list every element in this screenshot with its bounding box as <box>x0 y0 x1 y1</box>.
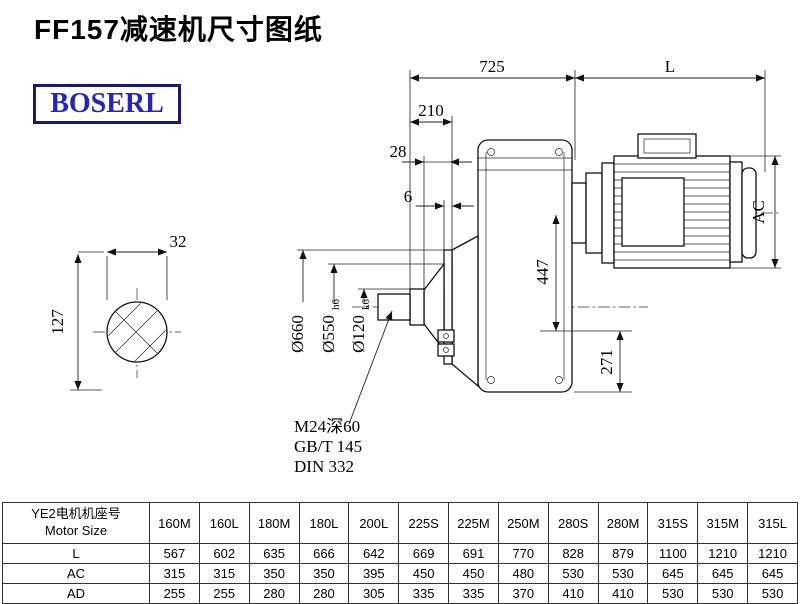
gearbox-housing <box>477 139 573 393</box>
thread-note: M24深60 <box>294 417 360 436</box>
dimension-value-cell: 480 <box>497 563 549 584</box>
motor-frame-column-header: 180M <box>248 502 300 544</box>
row-label: AC <box>2 563 150 584</box>
dimension-value-cell: 410 <box>597 583 649 604</box>
motor-frame-column-header: 160M <box>149 502 200 544</box>
thread-notes: M24深60 GB/T 145 DIN 332 <box>294 310 393 476</box>
dimension-value-cell: 255 <box>149 583 200 604</box>
dimension-value-cell: 530 <box>747 583 798 604</box>
dim-AC-label: AC <box>749 200 768 224</box>
dimension-value-cell: 645 <box>747 563 798 584</box>
motor <box>571 133 757 269</box>
motor-frame-column-header: 315M <box>697 502 749 544</box>
dia-660-label: Ø660 <box>288 315 307 353</box>
dimension-value-cell: 642 <box>348 543 400 564</box>
diameter-callouts: Ø660 Ø550 h6 Ø120 k6 <box>288 249 452 353</box>
dimension-value-cell: 530 <box>647 583 699 604</box>
dimension-value-cell: 691 <box>448 543 499 564</box>
shaft-end-view: 32 127 <box>48 232 187 391</box>
motor-size-header-en: Motor Size <box>44 523 108 538</box>
row-label: AD <box>2 583 150 604</box>
motor-frame-column-header: 280M <box>597 502 649 544</box>
dimension-value-cell: 280 <box>298 583 350 604</box>
hatch-pattern <box>108 303 166 361</box>
dimension-value-cell: 395 <box>348 563 400 584</box>
dim-210-label: 210 <box>418 101 444 120</box>
motor-frame-column-header: 250M <box>497 502 549 544</box>
dimension-value-cell: 370 <box>497 583 549 604</box>
dimension-value-cell: 305 <box>348 583 400 604</box>
dimension-value-cell: 645 <box>697 563 749 584</box>
dimension-value-cell: 350 <box>298 563 350 584</box>
dimension-value-cell: 1210 <box>747 543 798 564</box>
dim-271-label: 271 <box>597 349 616 375</box>
technical-drawing: 32 127 <box>48 57 781 476</box>
dim-L-label: L <box>665 57 675 76</box>
dimension-value-cell: 450 <box>448 563 499 584</box>
motor-frame-column-header: 225M <box>448 502 499 544</box>
motor-frame-column-header: 315S <box>647 502 699 544</box>
dim-447-label: 447 <box>533 259 552 285</box>
dia-120-label: Ø120 <box>349 315 368 353</box>
dimension-value-cell: 770 <box>497 543 549 564</box>
dimension-value-cell: 530 <box>547 563 599 584</box>
dimension-value-cell: 567 <box>149 543 200 564</box>
dimension-value-cell: 255 <box>198 583 250 604</box>
dim-6-label: 6 <box>404 187 413 206</box>
dimension-value-cell: 315 <box>198 563 250 584</box>
output-flange-bell <box>423 234 479 388</box>
motor-stator-detail <box>621 177 685 247</box>
dia-550-tolerance: h6 <box>330 299 342 311</box>
motor-fan-cover <box>741 167 757 259</box>
dimension-value-cell: 602 <box>198 543 250 564</box>
dimension-value-cell: 280 <box>248 583 300 604</box>
dia-120-tolerance: k6 <box>360 299 372 311</box>
dim-28-label: 28 <box>390 142 407 161</box>
motor-frame-column-header: 225S <box>398 502 450 544</box>
dim-32-label: 32 <box>170 232 187 251</box>
page-title: FF157减速机尺寸图纸 <box>34 14 323 45</box>
vertical-dimensions: AC 447 271 <box>533 155 781 393</box>
dimension-value-cell: 666 <box>298 543 350 564</box>
boserl-logo-text: BOSERL <box>50 88 164 119</box>
top-dimensions: 725 L 210 28 6 <box>390 57 766 296</box>
dimension-value-cell: 645 <box>647 563 699 584</box>
dimension-value-cell: 335 <box>398 583 450 604</box>
motor-frame-column-header: 200L <box>348 502 400 544</box>
motor-frame-column-header: 315L <box>747 502 798 544</box>
motor-frame-column-header: 180L <box>298 502 350 544</box>
standard-gbt-note: GB/T 145 <box>294 437 362 456</box>
dimension-value-cell: 879 <box>597 543 649 564</box>
motor-frame-column-header: 160L <box>198 502 250 544</box>
dia-550-label: Ø550 <box>319 315 338 353</box>
dimension-value-cell: 1100 <box>647 543 699 564</box>
dimension-value-cell: 335 <box>448 583 499 604</box>
dimension-value-cell: 530 <box>697 583 749 604</box>
dimension-value-cell: 1210 <box>697 543 749 564</box>
motor-terminal-box <box>637 133 697 159</box>
motor-size-header: YE2电机机座号 Motor Size <box>2 502 150 544</box>
dim-725-label: 725 <box>479 57 505 76</box>
standard-din-note: DIN 332 <box>294 457 354 476</box>
dim-127-label: 127 <box>48 309 67 335</box>
motor-frame-column-header: 280S <box>547 502 599 544</box>
row-label: L <box>2 543 150 564</box>
dimension-value-cell: 669 <box>398 543 450 564</box>
dimension-value-cell: 450 <box>398 563 450 584</box>
dimension-value-cell: 828 <box>547 543 599 564</box>
dimension-value-cell: 635 <box>248 543 300 564</box>
dimension-value-cell: 350 <box>248 563 300 584</box>
boserl-logo: BOSERL <box>33 84 181 124</box>
dimension-value-cell: 410 <box>547 583 599 604</box>
dimension-value-cell: 530 <box>597 563 649 584</box>
dimension-value-cell: 315 <box>149 563 200 584</box>
output-shaft <box>377 288 425 326</box>
motor-size-header-cn: YE2电机机座号 <box>31 506 121 522</box>
